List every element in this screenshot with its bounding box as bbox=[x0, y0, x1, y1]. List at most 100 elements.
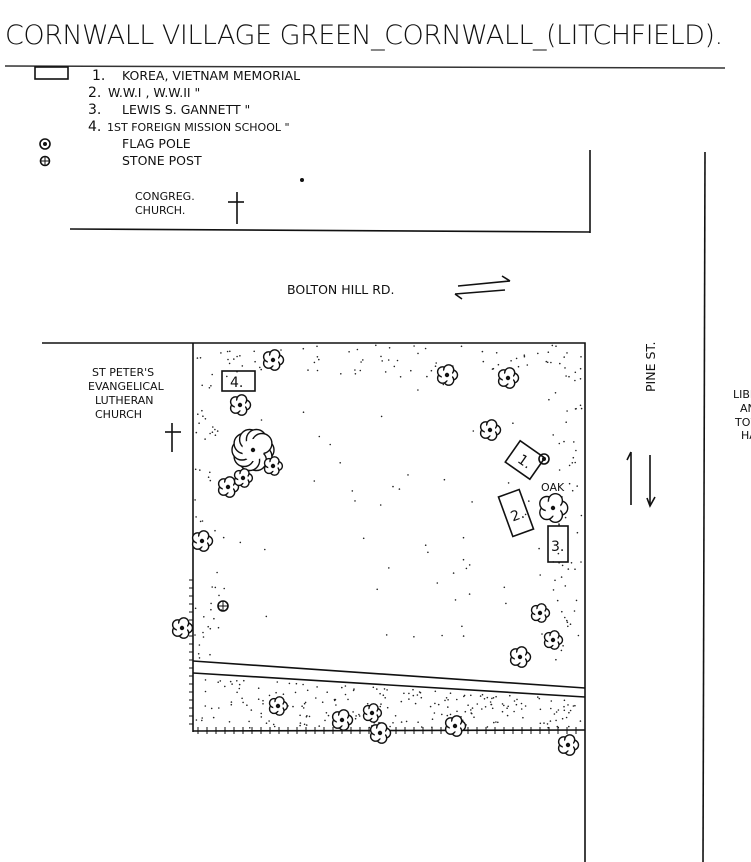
stipple-dot bbox=[375, 344, 377, 347]
stipple-dot bbox=[304, 701, 307, 704]
stipple-dot bbox=[201, 409, 203, 412]
stipple-dot bbox=[302, 411, 305, 414]
stipple-dot bbox=[408, 698, 410, 700]
stipple-dot bbox=[538, 697, 541, 700]
stipple-dot bbox=[555, 345, 557, 348]
legend-label-3: LEWIS S. GANNETT " bbox=[122, 102, 250, 117]
stipple-dot bbox=[403, 692, 405, 695]
stipple-dot bbox=[303, 723, 306, 726]
stipple-dot bbox=[214, 586, 217, 589]
stipple-dot bbox=[558, 469, 561, 471]
library-label-3: TOWN bbox=[734, 416, 751, 429]
stipple-dot bbox=[513, 710, 515, 713]
stipple-dot bbox=[246, 704, 248, 706]
stipple-dot bbox=[563, 440, 565, 443]
stipple-dot bbox=[441, 634, 443, 637]
stipple-dot bbox=[210, 385, 212, 387]
stipple-dot bbox=[560, 576, 563, 578]
stipple-dot bbox=[568, 482, 571, 485]
stipple-dot bbox=[194, 468, 197, 471]
stipple-dot bbox=[446, 714, 449, 717]
stipple-dot bbox=[264, 548, 266, 551]
stipple-dot bbox=[555, 719, 557, 722]
stipple-dot bbox=[268, 694, 271, 697]
stipple-dot bbox=[316, 356, 319, 358]
stipple-dot bbox=[547, 351, 550, 354]
stipple-dot bbox=[316, 686, 318, 688]
stipple-dot bbox=[463, 694, 466, 697]
stipple-dot bbox=[376, 588, 379, 591]
stipple-dot bbox=[566, 410, 568, 412]
stipple-dot bbox=[204, 705, 207, 707]
stipple-dot bbox=[566, 619, 568, 622]
stipple-dot bbox=[561, 564, 564, 567]
stipple-dot bbox=[410, 369, 412, 372]
stipple-dot bbox=[265, 615, 268, 618]
memorial-3-label: 3. bbox=[551, 539, 564, 555]
stipple-dot bbox=[507, 705, 510, 708]
stipple-dot bbox=[576, 485, 578, 487]
bolton-hill-road-label: BOLTON HILL RD. bbox=[287, 282, 395, 297]
stipple-dot bbox=[348, 351, 350, 353]
stipple-dot bbox=[575, 407, 577, 410]
stipple-dot bbox=[303, 702, 306, 705]
stipple-dot bbox=[515, 357, 518, 360]
stipple-dot bbox=[554, 579, 556, 582]
stipple-dot bbox=[254, 360, 256, 363]
stipple-dot bbox=[468, 593, 471, 595]
legend-num-4: 4. bbox=[88, 119, 101, 135]
stipple-dot bbox=[505, 602, 507, 605]
stipple-dot bbox=[214, 529, 216, 532]
church-cross-icon bbox=[165, 423, 181, 452]
stipple-dot bbox=[386, 689, 388, 691]
stipple-dot bbox=[203, 616, 205, 618]
stipple-dot bbox=[437, 703, 440, 706]
stipple-dot bbox=[462, 536, 465, 539]
stipple-dot bbox=[294, 691, 297, 694]
stipple-dot bbox=[204, 418, 207, 420]
stipple-dot bbox=[276, 681, 279, 683]
stipple-dot bbox=[564, 616, 566, 619]
stipple-dot bbox=[513, 700, 516, 702]
stipple-dot bbox=[462, 558, 465, 561]
stipple-dot bbox=[280, 349, 282, 351]
stipple-dot bbox=[476, 703, 479, 705]
stipple-dot bbox=[537, 352, 539, 355]
stipple-dot bbox=[576, 531, 579, 534]
stipple-dot bbox=[473, 716, 475, 718]
stipple-dot bbox=[550, 700, 553, 702]
stipple-dot bbox=[471, 501, 473, 503]
stipple-dot bbox=[209, 432, 211, 435]
stipple-dot bbox=[567, 568, 570, 570]
stipple-dot bbox=[565, 716, 568, 719]
stipple-dot bbox=[523, 355, 526, 358]
stipple-dot bbox=[479, 695, 482, 697]
stipple-dot bbox=[210, 602, 212, 605]
stipple-dot bbox=[555, 658, 557, 661]
stipple-dot bbox=[394, 715, 397, 717]
stipple-dot bbox=[515, 703, 518, 706]
stipple-dot bbox=[260, 368, 263, 371]
stipple-dot bbox=[412, 688, 414, 691]
stipple-dot bbox=[226, 375, 228, 378]
stipple-dot bbox=[561, 717, 564, 720]
stipple-dot bbox=[224, 685, 226, 688]
stipple-dot bbox=[560, 649, 563, 652]
stipple-dot bbox=[340, 373, 342, 375]
stipple-dot bbox=[229, 350, 231, 353]
stipple-dot bbox=[354, 717, 357, 720]
stipple-dot bbox=[282, 693, 285, 695]
stipple-dot bbox=[472, 430, 475, 432]
stipple-dot bbox=[552, 434, 554, 436]
stipple-dot bbox=[516, 698, 518, 701]
two-way-arrow-icon bbox=[626, 451, 656, 508]
stipple-dot bbox=[441, 713, 443, 716]
stipple-dot bbox=[197, 413, 199, 416]
stipple-dot bbox=[522, 716, 524, 719]
stipple-dot bbox=[413, 345, 415, 347]
stipple-dot bbox=[549, 720, 552, 722]
stipple-dot bbox=[489, 701, 492, 703]
stipple-dot bbox=[262, 699, 264, 702]
stipple-dot bbox=[424, 347, 427, 350]
stone-post-marker bbox=[217, 600, 229, 612]
